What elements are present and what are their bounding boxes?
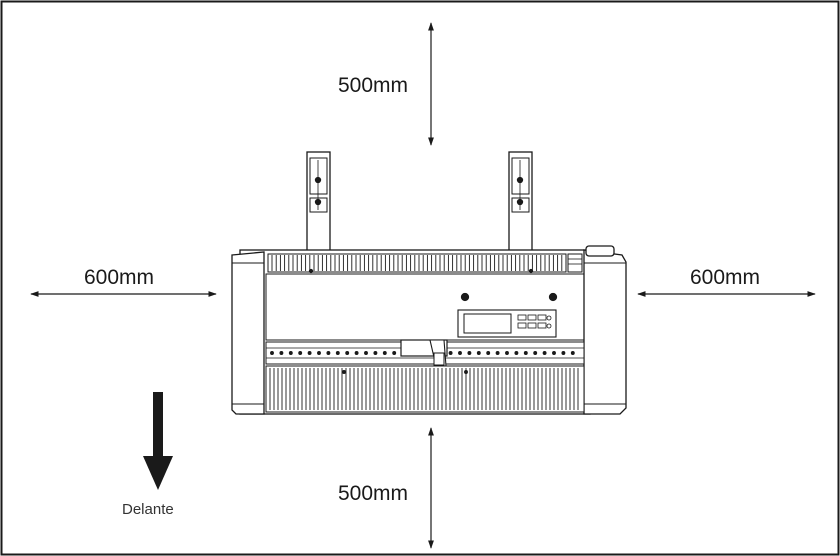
rail-hole (514, 351, 519, 355)
rail-hole (533, 351, 538, 355)
rail-hole (345, 351, 350, 355)
rail-hole (561, 351, 566, 355)
rail-hole (288, 351, 293, 355)
rail-hole (476, 351, 481, 355)
rail-hole (298, 351, 303, 355)
right-roll-stand (508, 151, 533, 253)
rail-hole (542, 351, 547, 355)
rail-hole (570, 351, 575, 355)
right-side-cap (583, 249, 627, 415)
rail-hole (392, 351, 397, 355)
front-label: Delante (122, 501, 174, 518)
top-clearance-label: 500mm (338, 74, 408, 97)
rail-hole (364, 351, 368, 355)
rail-hole (373, 351, 378, 355)
rail-hole (354, 351, 359, 355)
rail-hole (317, 351, 321, 355)
rail-hole (382, 351, 387, 355)
front-direction-arrow (143, 392, 173, 490)
rail-hole (523, 351, 528, 355)
rail-hole (448, 351, 453, 355)
rail-hole (552, 351, 556, 355)
cutting-plotter (231, 151, 627, 415)
bottom-clearance-label: 500mm (338, 482, 408, 505)
left-roll-stand (306, 151, 331, 253)
rear-vent (267, 253, 567, 273)
right-clearance-label: 600mm (690, 266, 760, 289)
rail-hole (279, 351, 284, 355)
left-clearance-label: 600mm (84, 266, 154, 289)
front-vent (265, 365, 585, 413)
rail-hole (326, 351, 331, 355)
rail-hole (307, 351, 312, 355)
rail-hole (270, 351, 274, 355)
rail-hole (335, 351, 340, 355)
rail-hole (458, 351, 462, 355)
rail-hole (505, 351, 509, 355)
left-side-cap (231, 251, 265, 415)
lcd-display (463, 313, 512, 334)
rail-hole (495, 351, 500, 355)
power-switch (585, 245, 615, 257)
rail-hole (486, 351, 491, 355)
rail-hole (467, 351, 472, 355)
